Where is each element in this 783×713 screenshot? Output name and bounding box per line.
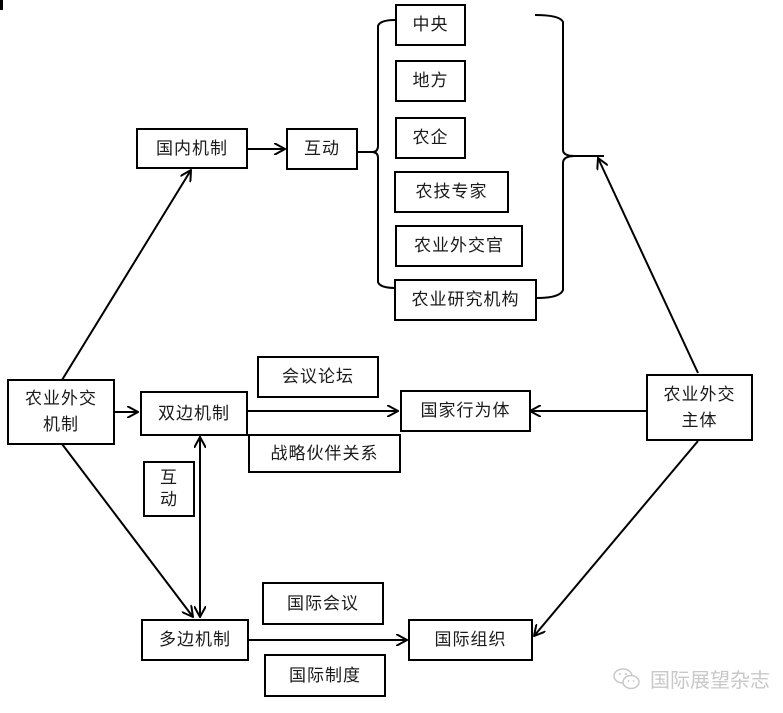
wechat-icon <box>613 667 640 689</box>
watermark-text: 国际展望杂志 <box>650 668 770 692</box>
node-label: 双边机制 <box>158 403 230 424</box>
node-label: 农业外交 主体 <box>663 384 736 431</box>
node-ag-diplomacy-mechanism: 农业外交 机制 <box>7 379 115 445</box>
node-label: 国家行为体 <box>420 401 511 421</box>
node-conference-forum: 会议论坛 <box>257 356 379 398</box>
node-label: 多边机制 <box>159 630 231 650</box>
node-label: 战略伙伴关系 <box>270 443 379 464</box>
node-label: 中央 <box>412 15 449 35</box>
node-label: 农业外交官 <box>414 236 504 256</box>
node-central: 中央 <box>395 4 466 46</box>
node-interaction-top: 互动 <box>286 128 358 170</box>
node-bilateral-mechanism: 双边机制 <box>140 391 248 436</box>
node-intl-conference: 国际会议 <box>262 582 384 625</box>
corner-mark <box>0 0 3 10</box>
node-strategic-partnership: 战略伙伴关系 <box>248 434 401 473</box>
edge-subject-to-org <box>534 440 699 636</box>
node-label: 互 动 <box>160 468 178 510</box>
node-ag-diplomacy-subject: 农业外交 主体 <box>646 374 753 441</box>
node-label: 互动 <box>304 139 340 159</box>
node-label: 国际制度 <box>289 665 361 686</box>
node-ag-diplomats: 农业外交官 <box>395 225 523 267</box>
node-ag-enterprise: 农企 <box>395 117 466 159</box>
node-ag-tech-experts: 农技专家 <box>394 171 509 213</box>
node-ag-research-institutions: 农业研究机构 <box>394 279 537 321</box>
right-brace <box>534 14 576 299</box>
node-label: 农业研究机构 <box>411 290 520 310</box>
node-local: 地方 <box>395 60 466 102</box>
edge-subject-to-domestic-group <box>598 158 699 374</box>
node-multilateral-mechanism: 多边机制 <box>141 619 249 661</box>
left-brace <box>371 19 396 289</box>
node-label: 农业外交 机制 <box>25 389 97 435</box>
node-state-actor: 国家行为体 <box>400 390 531 432</box>
node-label: 地方 <box>412 71 449 91</box>
node-label: 国际会议 <box>287 593 359 614</box>
node-label: 国际组织 <box>434 630 507 650</box>
node-intl-institution: 国际制度 <box>264 654 386 697</box>
node-label: 国内机制 <box>156 138 228 159</box>
node-label: 会议论坛 <box>282 367 354 387</box>
edge-mechanism-to-domestic <box>61 170 191 381</box>
node-domestic-mechanism: 国内机制 <box>136 128 248 169</box>
node-label: 农企 <box>412 128 449 148</box>
node-interaction-side: 互 动 <box>143 461 195 517</box>
watermark: 国际展望杂志 <box>612 664 770 693</box>
edge-mechanism-to-multilateral <box>61 443 193 617</box>
node-intl-organization: 国际组织 <box>408 619 533 661</box>
node-label: 农技专家 <box>415 182 488 202</box>
